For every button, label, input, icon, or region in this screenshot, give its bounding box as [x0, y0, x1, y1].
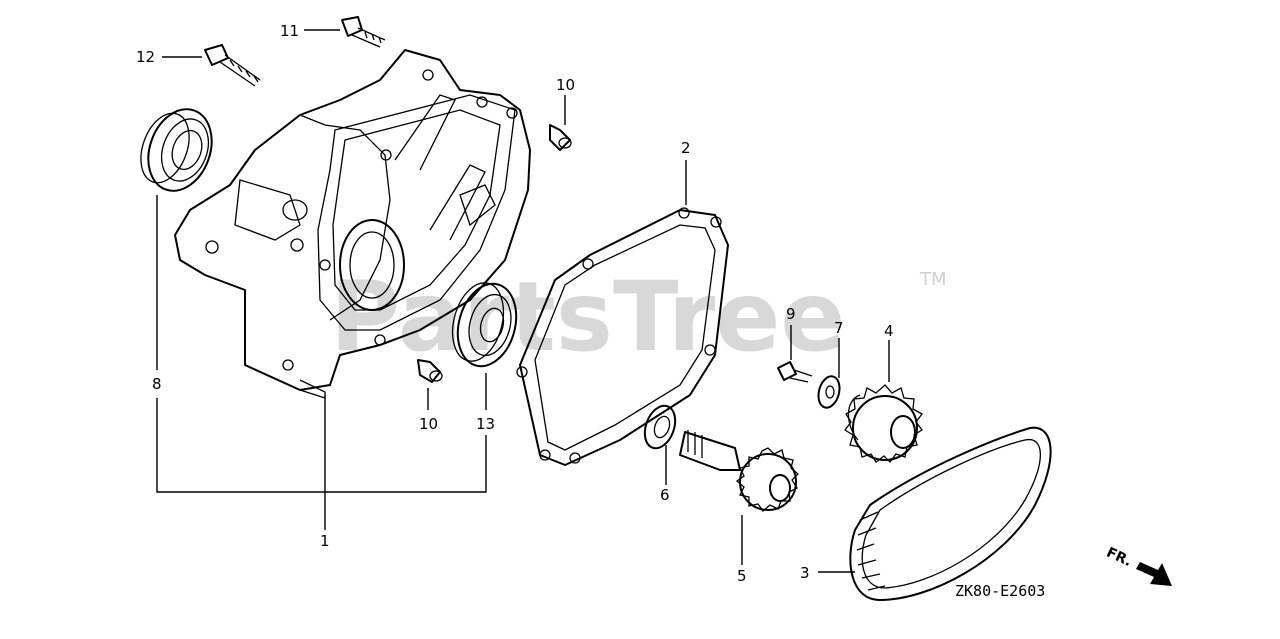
front-direction-indicator: FR. [1104, 545, 1172, 586]
watermark-trademark: TM [919, 269, 947, 290]
callout-2[interactable]: 2 [681, 139, 691, 157]
transmission-case[interactable] [174, 49, 531, 399]
callout-12[interactable]: 12 [136, 48, 155, 66]
gasket[interactable] [516, 207, 729, 466]
callout-1[interactable]: 1 [320, 532, 330, 550]
drive-sprocket-shaft[interactable] [679, 430, 799, 512]
washer-6[interactable] [639, 402, 680, 453]
callout-8[interactable]: 8 [152, 375, 162, 393]
diagram-code: ZK80-E2603 [955, 582, 1045, 600]
callout-9[interactable]: 9 [786, 305, 796, 323]
ball-bearing[interactable] [444, 277, 524, 373]
front-label: FR. [1104, 545, 1134, 570]
callout-10-upper[interactable]: 10 [556, 76, 575, 94]
watermark: PartsTree [330, 261, 845, 373]
callout-4[interactable]: 4 [884, 322, 894, 340]
callout-labels: 1 2 3 4 5 6 7 8 9 10 10 11 12 13 [136, 22, 894, 585]
dowel-pin-upper[interactable] [549, 124, 572, 151]
oil-seal[interactable] [132, 100, 223, 199]
dowel-pin-lower[interactable] [417, 359, 443, 383]
washer-7[interactable] [815, 374, 843, 410]
callout-6[interactable]: 6 [660, 486, 670, 504]
bolt-11[interactable] [341, 16, 386, 48]
driven-sprocket[interactable] [844, 384, 923, 463]
callout-3[interactable]: 3 [800, 564, 810, 582]
callout-7[interactable]: 7 [834, 319, 844, 337]
callout-10-lower[interactable]: 10 [419, 415, 438, 433]
callout-11[interactable]: 11 [280, 22, 299, 40]
leader-lines [156, 29, 890, 573]
bolt-9[interactable] [777, 361, 813, 383]
bolt-12[interactable] [204, 44, 261, 87]
callout-5[interactable]: 5 [737, 567, 747, 585]
drive-chain[interactable] [849, 426, 1052, 601]
callout-13[interactable]: 13 [476, 415, 495, 433]
